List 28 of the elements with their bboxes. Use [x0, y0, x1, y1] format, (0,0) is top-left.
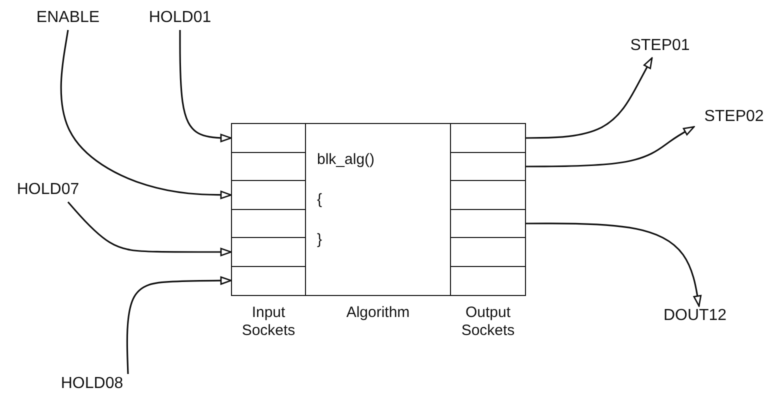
socket-slot [231, 180, 306, 210]
column-heading: Algorithm [345, 304, 411, 322]
socket-slot [231, 266, 306, 296]
arrow [126, 276, 232, 374]
arrow [526, 222, 702, 307]
socket-slot [450, 123, 526, 153]
signal-name: HOLD08 [52, 374, 132, 396]
arrow [526, 57, 653, 139]
code-line: { [317, 191, 322, 209]
socket-slot [231, 123, 306, 153]
signal-name: HOLD01 [140, 8, 220, 30]
socket-slot [450, 237, 526, 267]
arrow [179, 30, 232, 142]
signal-name: STEP02 [694, 107, 774, 129]
signal-name: DOUT12 [655, 306, 735, 328]
code-line: } [317, 231, 322, 249]
signal-name: HOLD07 [8, 180, 88, 202]
arrow [526, 126, 695, 168]
code-line: blk_alg() [317, 151, 375, 169]
arrow [67, 201, 232, 256]
socket-slot [231, 237, 306, 267]
signal-name: ENABLE [28, 8, 108, 30]
signal-name: STEP01 [620, 36, 700, 58]
socket-slot [450, 180, 526, 210]
socket-slot [450, 266, 526, 296]
column-heading: Input Sockets [240, 304, 296, 340]
column-heading: Output Sockets [460, 304, 516, 340]
arrow [60, 30, 232, 200]
